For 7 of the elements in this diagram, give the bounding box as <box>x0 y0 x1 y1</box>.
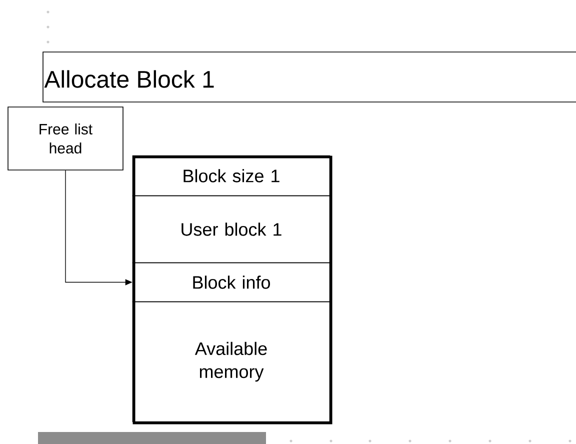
memory-row: Block info <box>132 262 330 302</box>
label-box: Free list head <box>8 106 124 170</box>
memory-block <box>132 156 332 424</box>
title-box: Allocate Block 1 <box>42 52 576 102</box>
memory-row: Block size 1 <box>132 155 330 196</box>
memory-row: User block 1 <box>132 195 330 264</box>
memory-row: Available memory <box>132 301 330 422</box>
